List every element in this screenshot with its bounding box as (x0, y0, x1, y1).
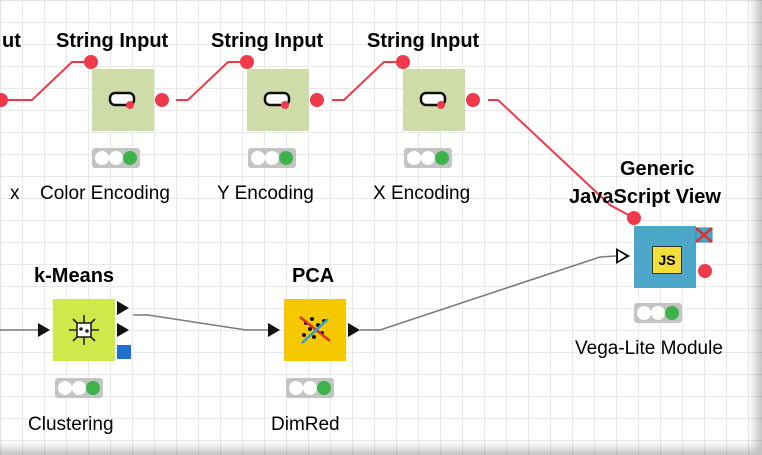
status-traffic-light-x-encoding (404, 148, 452, 168)
node-title-pca: PCA (292, 265, 335, 287)
node-label-color-encoding: Color Encoding (40, 183, 170, 204)
node-title-kmeans: k-Means (34, 265, 115, 287)
data-connection-kmeans-to-pca[interactable] (133, 314, 268, 331)
flow-port-in-x-encoding[interactable] (396, 55, 410, 69)
flow-port-out-y-encoding[interactable] (310, 93, 324, 107)
node-string-input-y-encoding[interactable] (247, 69, 309, 131)
inactive-port-icon (695, 227, 713, 243)
status-traffic-light-y-encoding (248, 148, 296, 168)
node-label-x-encoding: X Encoding (373, 183, 471, 204)
model-port-out-kmeans[interactable] (117, 345, 131, 359)
node-title-js-view-line1: Generic (620, 158, 695, 180)
data-port-out-kmeans-1[interactable] (117, 301, 129, 315)
text-field-icon (108, 91, 136, 109)
node-kmeans[interactable] (53, 299, 115, 361)
flow-port-out-x-encoding[interactable] (466, 93, 480, 107)
text-field-icon (419, 91, 447, 109)
node-label-js-view: Vega-Lite Module (575, 338, 723, 359)
data-port-in-pca[interactable] (268, 323, 280, 337)
js-icon: JS (652, 246, 682, 274)
data-port-in-js-view[interactable] (616, 248, 630, 264)
flow-port-out-color-encoding[interactable] (155, 93, 169, 107)
node-label-partial: x (10, 183, 20, 204)
data-port-out-kmeans-2[interactable] (117, 323, 129, 337)
flow-connection-y-to-x[interactable] (332, 61, 402, 101)
node-pca[interactable] (284, 299, 346, 361)
status-traffic-light-color-encoding (92, 148, 140, 168)
flow-connection-partial-to-color[interactable] (0, 61, 90, 101)
node-label-pca: DimRed (271, 414, 340, 435)
clustering-icon (69, 315, 99, 345)
flow-port-out-js-view[interactable] (698, 264, 712, 278)
dimension-reduction-icon (299, 316, 331, 344)
flow-port-in-color-encoding[interactable] (84, 55, 98, 69)
node-string-input-color-encoding[interactable] (92, 69, 154, 131)
node-generic-javascript-view[interactable]: JS (634, 226, 696, 288)
status-traffic-light-pca (286, 378, 334, 398)
node-title-y-encoding: String Input (211, 30, 324, 52)
data-connection-pca-to-jsview[interactable] (360, 255, 617, 331)
flow-port-in-js-view[interactable] (627, 211, 641, 225)
node-title-partial: ut (2, 30, 21, 52)
node-title-js-view-line2: JavaScript View (569, 186, 721, 208)
status-traffic-light-js-view (634, 303, 682, 323)
data-port-in-kmeans[interactable] (38, 323, 50, 337)
node-title-color-encoding: String Input (56, 30, 169, 52)
data-port-out-pca[interactable] (348, 323, 360, 337)
node-label-y-encoding: Y Encoding (217, 183, 314, 204)
node-title-x-encoding: String Input (367, 30, 480, 52)
text-field-icon (263, 91, 291, 109)
flow-port-in-y-encoding[interactable] (240, 55, 254, 69)
flow-connection-x-to-jsview[interactable] (488, 99, 635, 219)
flow-connection-color-to-y[interactable] (176, 61, 246, 101)
status-traffic-light-kmeans (55, 378, 103, 398)
node-string-input-x-encoding[interactable] (403, 69, 465, 131)
node-label-kmeans: Clustering (28, 414, 114, 435)
flow-port-out-partial[interactable] (0, 93, 8, 107)
